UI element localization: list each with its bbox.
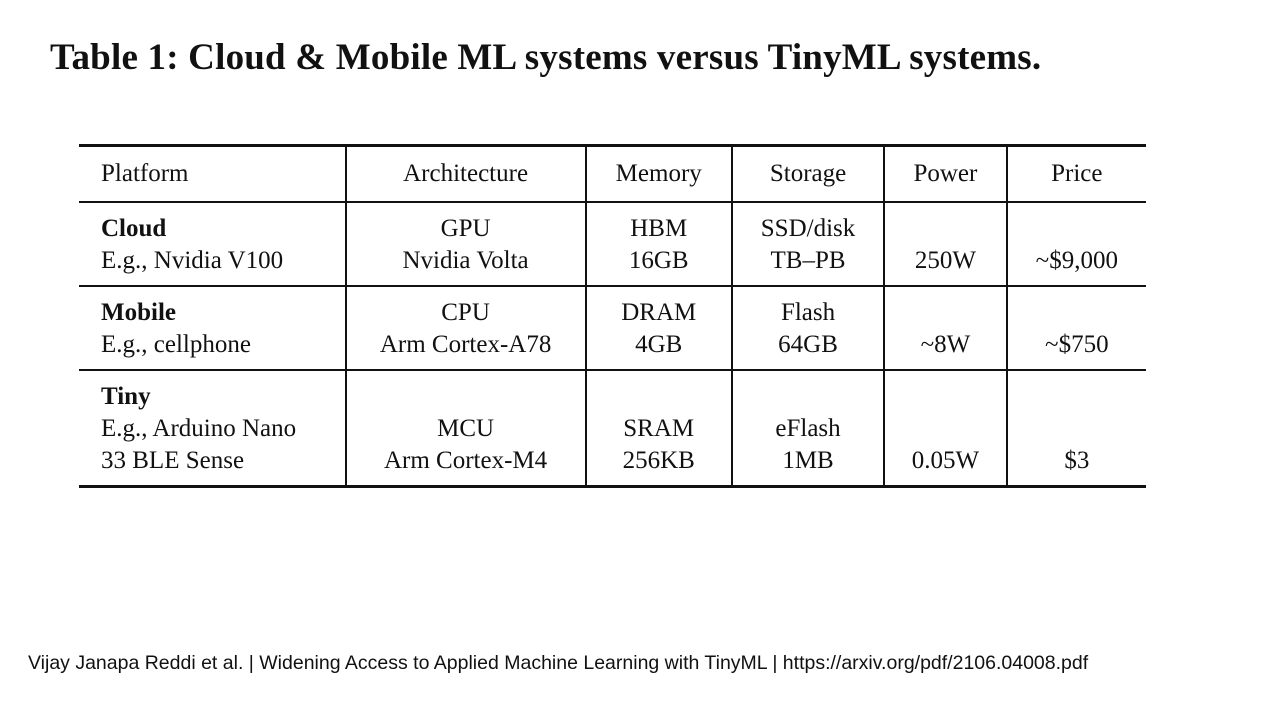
architecture-name: Arm Cortex-M4 bbox=[383, 447, 548, 474]
header-price: Price bbox=[1005, 145, 1146, 203]
architecture-name: Nvidia Volta bbox=[402, 247, 529, 274]
power-value: ~8W bbox=[920, 331, 971, 358]
table-row-tiny: Tiny E.g., Arduino Nano 33 BLE Sense MCU… bbox=[79, 370, 1146, 487]
architecture-type: MCU bbox=[437, 415, 495, 442]
power-cell: ~8W bbox=[883, 286, 1007, 371]
power-cell: 250W bbox=[883, 202, 1007, 287]
platform-cell: Tiny E.g., Arduino Nano 33 BLE Sense bbox=[79, 370, 346, 487]
storage-size: 1MB bbox=[782, 447, 834, 474]
storage-type: eFlash bbox=[775, 415, 841, 442]
storage-cell: Flash 64GB bbox=[730, 286, 885, 371]
header-power: Power bbox=[883, 145, 1007, 203]
memory-type: HBM bbox=[630, 215, 688, 242]
platform-name: Cloud bbox=[101, 215, 167, 242]
architecture-cell: GPU Nvidia Volta bbox=[344, 202, 586, 287]
memory-size: 256KB bbox=[622, 447, 695, 474]
header-architecture: Architecture bbox=[344, 145, 586, 203]
platform-example: E.g., Nvidia V100 bbox=[101, 247, 284, 274]
citation-footer: Vijay Janapa Reddi et al. | Widening Acc… bbox=[28, 652, 1089, 674]
header-platform: Platform bbox=[79, 145, 346, 203]
architecture-name: Arm Cortex-A78 bbox=[379, 331, 552, 358]
platform-cell: Mobile E.g., cellphone bbox=[79, 286, 346, 371]
memory-type: DRAM bbox=[621, 299, 697, 326]
platform-name: Tiny bbox=[101, 383, 151, 410]
architecture-type: CPU bbox=[441, 299, 490, 326]
price-cell: $3 bbox=[1005, 370, 1146, 487]
comparison-table: Platform Architecture Memory Storage Pow… bbox=[79, 144, 1146, 488]
table-header-row: Platform Architecture Memory Storage Pow… bbox=[79, 145, 1146, 203]
storage-type: SSD/disk bbox=[760, 215, 856, 242]
storage-cell: SSD/disk TB–PB bbox=[730, 202, 885, 287]
memory-size: 16GB bbox=[628, 247, 689, 274]
price-value: $3 bbox=[1064, 447, 1090, 474]
slide-title: Table 1: Cloud & Mobile ML systems versu… bbox=[50, 37, 1042, 78]
price-cell: ~$9,000 bbox=[1005, 202, 1146, 287]
memory-size: 4GB bbox=[635, 331, 683, 358]
platform-name: Mobile bbox=[101, 299, 176, 326]
price-value: ~$750 bbox=[1045, 331, 1109, 358]
platform-cell: Cloud E.g., Nvidia V100 bbox=[79, 202, 346, 287]
power-value: 0.05W bbox=[911, 447, 980, 474]
memory-cell: SRAM 256KB bbox=[584, 370, 732, 487]
header-memory: Memory bbox=[584, 145, 732, 203]
storage-size: TB–PB bbox=[770, 247, 846, 274]
memory-cell: HBM 16GB bbox=[584, 202, 732, 287]
platform-example-line2: 33 BLE Sense bbox=[101, 447, 245, 474]
architecture-type: GPU bbox=[440, 215, 491, 242]
table-row-cloud: Cloud E.g., Nvidia V100 GPU Nvidia Volta… bbox=[79, 202, 1146, 287]
memory-type: SRAM bbox=[623, 415, 695, 442]
power-value: 250W bbox=[914, 247, 976, 274]
storage-size: 64GB bbox=[778, 331, 838, 358]
architecture-cell: MCU Arm Cortex-M4 bbox=[344, 370, 586, 487]
price-cell: ~$750 bbox=[1005, 286, 1146, 371]
price-value: ~$9,000 bbox=[1035, 247, 1118, 274]
storage-type: Flash bbox=[780, 299, 836, 326]
power-cell: 0.05W bbox=[883, 370, 1007, 487]
platform-example: E.g., Arduino Nano bbox=[101, 415, 297, 442]
header-storage: Storage bbox=[730, 145, 885, 203]
memory-cell: DRAM 4GB bbox=[584, 286, 732, 371]
table-row-mobile: Mobile E.g., cellphone CPU Arm Cortex-A7… bbox=[79, 286, 1146, 371]
storage-cell: eFlash 1MB bbox=[730, 370, 885, 487]
architecture-cell: CPU Arm Cortex-A78 bbox=[344, 286, 586, 371]
platform-example: E.g., cellphone bbox=[101, 331, 251, 358]
